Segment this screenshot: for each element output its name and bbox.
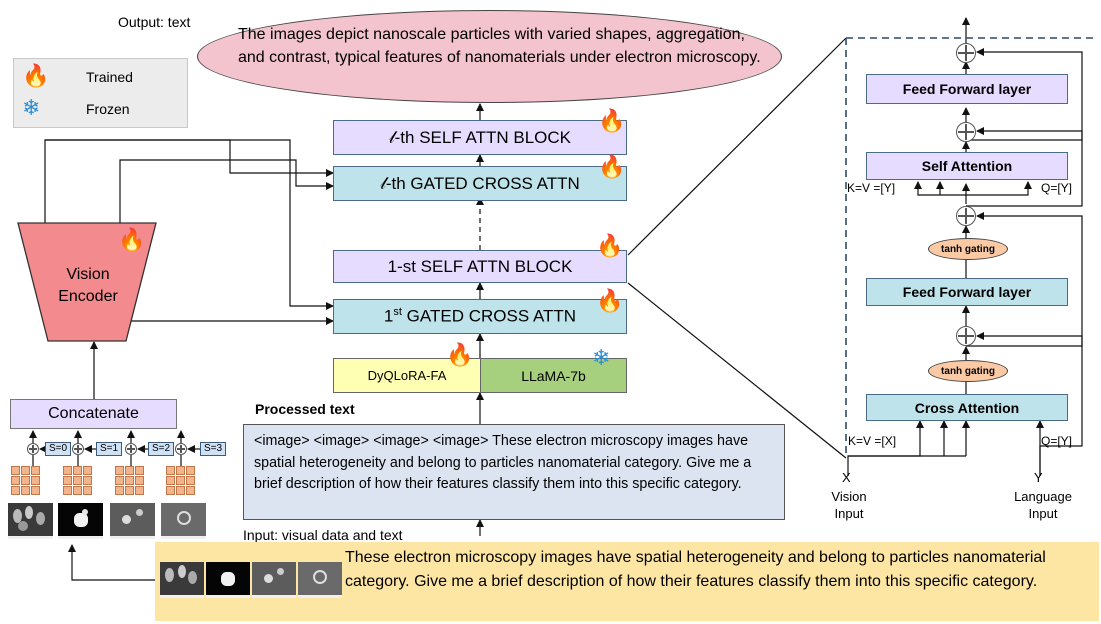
legend-trained-label: Trained xyxy=(86,69,133,85)
self-attention-label: Self Attention xyxy=(921,158,1013,174)
vision-encoder-shape xyxy=(17,222,157,342)
q-y-label: Q=[Y] xyxy=(1041,434,1073,448)
add-node xyxy=(72,443,84,455)
add-node xyxy=(956,122,976,142)
processed-text-box: <image> <image> <image> <image> These el… xyxy=(243,424,785,520)
microscopy-image-thumbnail xyxy=(58,503,103,539)
add-node xyxy=(125,443,137,455)
patch-grid xyxy=(166,466,195,495)
input-label: Input: visual data and text xyxy=(243,527,403,543)
microscopy-image-thumbnail xyxy=(8,503,53,539)
flame-icon: 🔥 xyxy=(118,227,146,252)
processed-text: <image> <image> <image> <image> These el… xyxy=(254,433,752,492)
cross-attention-box: Cross Attention xyxy=(866,394,1068,421)
input-image-thumbnail xyxy=(298,562,342,598)
tanh-gating-label: tanh gating xyxy=(941,365,995,377)
llama-label: LLaMA-7b xyxy=(521,367,586,384)
scale-box: S=0 xyxy=(45,442,71,456)
input-image-thumbnail xyxy=(252,562,296,598)
scale-box: S=3 xyxy=(200,442,226,456)
output-text: The images depict nanoscale particles wi… xyxy=(238,26,761,66)
patch-grid xyxy=(11,466,40,495)
processed-text-label: Processed text xyxy=(255,401,355,417)
flame-icon: 🔥 xyxy=(446,342,474,367)
scale-box: S=1 xyxy=(96,442,122,456)
add-node xyxy=(27,443,39,455)
llama-box: LLaMA-7b xyxy=(480,358,627,393)
lth-self-attn-label: 𝓁-th SELF ATTN BLOCK xyxy=(389,127,571,147)
lth-self-attn-block: 𝓁-th SELF ATTN BLOCK xyxy=(333,120,627,155)
flame-icon: 🔥 xyxy=(596,288,624,313)
ffn-mid-box: Feed Forward layer xyxy=(866,278,1068,306)
flame-icon: 🔥 xyxy=(598,154,626,179)
add-node xyxy=(956,326,976,346)
add-node xyxy=(956,206,976,226)
kv-y-label: K=V =[Y] xyxy=(847,181,896,195)
first-self-attn-label: 1-st SELF ATTN BLOCK xyxy=(387,256,573,276)
flame-icon: 🔥 xyxy=(22,63,50,88)
concatenate-label: Concatenate xyxy=(48,405,139,422)
vision-input-label: Vision Input xyxy=(831,489,867,521)
dyqlora-label: DyQLoRA-FA xyxy=(367,368,447,383)
legend: 🔥 Trained ❄ Frozen xyxy=(13,58,188,128)
snowflake-icon: ❄ xyxy=(592,345,611,370)
input-image-thumbnail xyxy=(206,562,250,598)
ffn-top-label: Feed Forward layer xyxy=(902,81,1032,97)
tanh-gating-bottom: tanh gating xyxy=(928,360,1008,382)
input-text-box: These electron microscopy images have sp… xyxy=(155,542,1099,621)
lth-gated-cross-attn-block: 𝓁-th GATED CROSS ATTN xyxy=(333,166,627,201)
flame-icon: 🔥 xyxy=(596,233,624,258)
input-text: These electron microscopy images have sp… xyxy=(345,549,1046,590)
add-node xyxy=(956,43,976,63)
x-label: X xyxy=(842,470,851,485)
self-attention-box: Self Attention xyxy=(866,152,1068,180)
ffn-top-box: Feed Forward layer xyxy=(866,74,1068,104)
first-gated-cross-attn-label: 1st GATED CROSS ATTN xyxy=(383,306,577,326)
cross-attention-label: Cross Attention xyxy=(914,399,1020,416)
output-text-ellipse: The images depict nanoscale particles wi… xyxy=(197,10,782,103)
patch-grid xyxy=(115,466,144,495)
dyqlora-box: DyQLoRA-FA xyxy=(333,358,481,393)
first-self-attn-block: 1-st SELF ATTN BLOCK xyxy=(333,250,627,283)
ffn-mid-label: Feed Forward layer xyxy=(902,284,1032,300)
output-label: Output: text xyxy=(118,14,191,30)
concatenate-box: Concatenate xyxy=(10,399,177,429)
add-node xyxy=(175,443,187,455)
input-image-thumbnail xyxy=(160,562,204,598)
kv-x-label: K=V =[X] xyxy=(848,434,897,448)
tanh-gating-label: tanh gating xyxy=(941,243,995,255)
q-y-label: Q=[Y] xyxy=(1041,181,1073,195)
flame-icon: 🔥 xyxy=(598,108,626,133)
microscopy-image-thumbnail xyxy=(161,503,206,539)
y-label: Y xyxy=(1034,470,1043,485)
first-gated-cross-attn-block: 1st GATED CROSS ATTN xyxy=(333,299,627,334)
tanh-gating-top: tanh gating xyxy=(928,238,1008,260)
vision-encoder-label: Vision Encoder xyxy=(58,266,118,305)
microscopy-image-thumbnail xyxy=(110,503,155,539)
language-input-label: Language Input xyxy=(1014,489,1072,521)
scale-box: S=2 xyxy=(148,442,174,456)
snowflake-icon: ❄ xyxy=(22,95,41,120)
patch-grid xyxy=(63,466,92,495)
lth-gated-cross-attn-label: 𝓁-th GATED CROSS ATTN xyxy=(380,173,580,193)
legend-frozen-label: Frozen xyxy=(86,101,130,117)
